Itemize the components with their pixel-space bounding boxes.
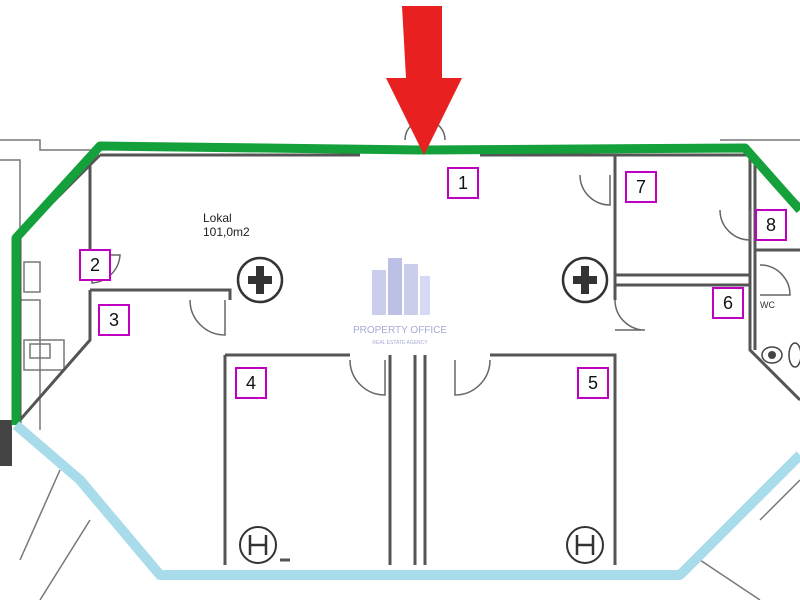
room-marker-3: 3: [98, 304, 130, 336]
area-label-line1: Lokal: [203, 211, 232, 225]
room-marker-8: 8: [755, 209, 787, 241]
columns: [236, 256, 609, 304]
interior-walls: [18, 153, 800, 565]
room-marker-4: 4: [235, 367, 267, 399]
room-marker-5: 5: [577, 367, 609, 399]
watermark-title: PROPERTY OFFICE: [353, 325, 447, 336]
window-line: [12, 421, 800, 580]
room-marker-1: 1: [447, 167, 479, 199]
room-number-2: 2: [90, 255, 100, 275]
entrance-arrow-icon: [386, 6, 462, 155]
wc-fixtures: [761, 342, 800, 368]
wc-label: WC: [760, 300, 775, 310]
frontage-line: [11, 141, 800, 425]
room-number-1: 1: [458, 173, 468, 193]
room-number-7: 7: [636, 177, 646, 197]
watermark-subtitle: REAL ESTATE AGENCY: [372, 340, 428, 346]
context-walls: [0, 139, 800, 600]
room-number-5: 5: [588, 373, 598, 393]
room-marker-7: 7: [625, 171, 657, 203]
doors: [91, 119, 791, 396]
area-label-line2: 101,0m2: [203, 225, 250, 239]
room-number-3: 3: [109, 310, 119, 330]
room-marker-6: 6: [712, 287, 744, 319]
room-number-4: 4: [246, 373, 256, 393]
radiator-markers: [239, 526, 604, 564]
room-marker-2: 2: [79, 249, 111, 281]
room-number-6: 6: [723, 293, 733, 313]
watermark: PROPERTY OFFICE REAL ESTATE AGENCY: [353, 258, 447, 346]
room-number-8: 8: [766, 215, 776, 235]
